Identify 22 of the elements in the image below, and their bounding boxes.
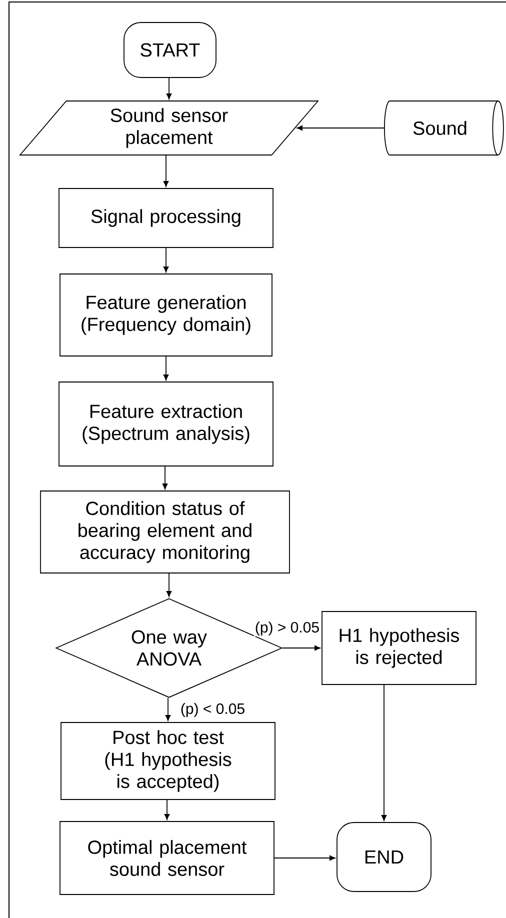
- arrow: [166, 573, 172, 597]
- arrow: [282, 645, 320, 651]
- arrow: [296, 125, 384, 131]
- arrow: [162, 466, 168, 490]
- edge-label: (p) < 0.05: [179, 702, 246, 718]
- arrow: [381, 684, 387, 821]
- arrow: [163, 356, 169, 380]
- process-box: Feature generation (Frequency domain): [60, 274, 272, 356]
- edge-label: (p) > 0.05: [254, 620, 321, 637]
- arrow: [163, 155, 169, 187]
- process-box: Feature extraction (Spectrum analysis): [58, 382, 274, 466]
- process-box: Optimal placement sound sensor: [60, 821, 274, 895]
- arrow: [165, 698, 171, 721]
- storage-cylinder: Sound: [384, 100, 504, 156]
- process-box: Signal processing: [58, 188, 274, 248]
- arrow: [164, 800, 170, 820]
- arrow: [274, 855, 336, 861]
- process-box: Condition status of bearing element and accuracy monitoring: [40, 490, 290, 574]
- process-box: H1 hypothesis is rejected: [322, 611, 476, 685]
- arrow: [163, 248, 169, 272]
- arrow: [166, 78, 172, 100]
- process-box: Post hoc test (H1 hypothesis is accepted): [60, 722, 276, 800]
